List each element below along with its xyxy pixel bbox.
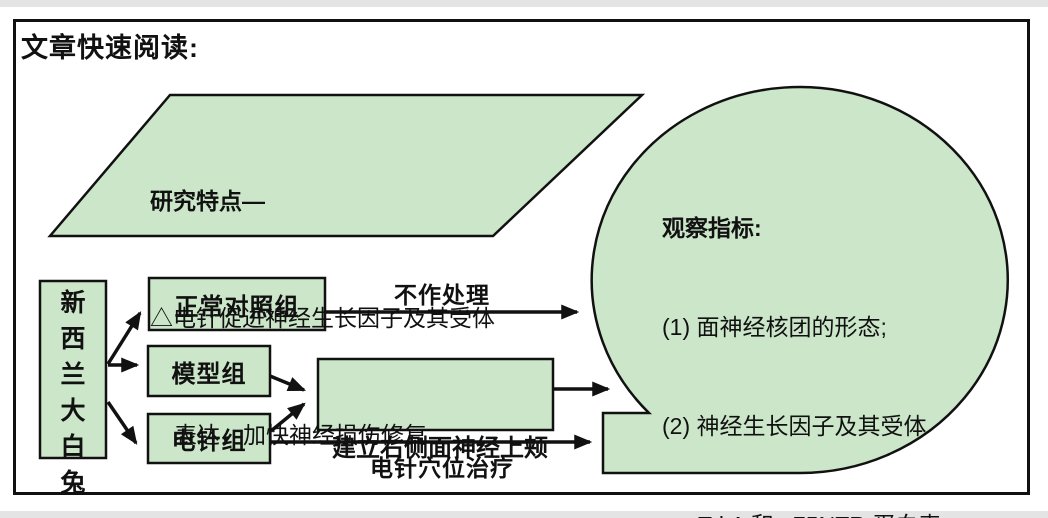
research-feature-text: 研究特点— △电针促进神经生长因子及其受体 表达，加快神经损伤修复. (150, 104, 495, 518)
observation-item-2: (2) 神经生长因子及其受体 (662, 413, 927, 439)
ea-treatment-label: 电针穴位治疗 (370, 455, 514, 481)
ea-group-label: 电针组 (171, 428, 247, 455)
subject-char: 白 (60, 433, 86, 461)
subject-char: 兰 (60, 361, 86, 389)
arrow-ea-group-to-injury-model (269, 402, 306, 433)
letterbox-band-bottom (0, 511, 1048, 518)
research-feature-parallelogram (47, 93, 646, 238)
subject-char: 大 (60, 397, 86, 425)
observation-circle-shape (590, 85, 1009, 475)
arrow-group (106, 304, 611, 450)
subject-char: 新 (60, 289, 86, 317)
figure-title: 文章快速阅读: (21, 33, 199, 63)
control-group-box-shape (147, 276, 327, 332)
injury-model-line1: 建立右侧面神经上颊 (332, 435, 548, 462)
research-feature-line2: △电针促进神经生长因子及其受体 (150, 305, 495, 331)
observation-item-1: (1) 面神经核团的形态; (662, 314, 887, 340)
injury-model-box-shape (316, 357, 555, 432)
letterbox-band-top (0, 0, 1048, 7)
arrow-subject-to-control (106, 311, 142, 365)
control-group-label: 正常对照组 (174, 293, 300, 321)
ea-group-box-shape (146, 412, 272, 465)
research-feature-heading: 研究特点— (150, 188, 265, 214)
observation-title: 观察指标: (662, 215, 762, 241)
arrow-subject-to-ea-group (106, 401, 138, 445)
figure-frame (13, 19, 1030, 495)
model-group-label: 模型组 (171, 360, 247, 388)
no-treatment-label: 不作处理 (394, 282, 490, 308)
subject-box-label: 新 西 兰 大 白 兔 (40, 283, 106, 497)
observation-text: 观察指标: (1) 面神经核团的形态; (2) 神经生长因子及其受体 TrkA … (662, 146, 941, 518)
subject-box-shape (38, 279, 108, 460)
research-feature-line3: 表达，加快神经损伤修复. (174, 422, 434, 448)
injury-model-text: 建立右侧面神经上颊 支压榨伤模型 (332, 366, 548, 518)
arrow-model-group-to-injury-model (269, 374, 307, 392)
observation-item-2-cont: TrkA 和 p75NTR 蛋白表 (662, 509, 941, 518)
subject-char: 兔 (60, 469, 86, 497)
subject-char: 西 (60, 325, 86, 353)
model-group-box-shape (146, 344, 272, 398)
